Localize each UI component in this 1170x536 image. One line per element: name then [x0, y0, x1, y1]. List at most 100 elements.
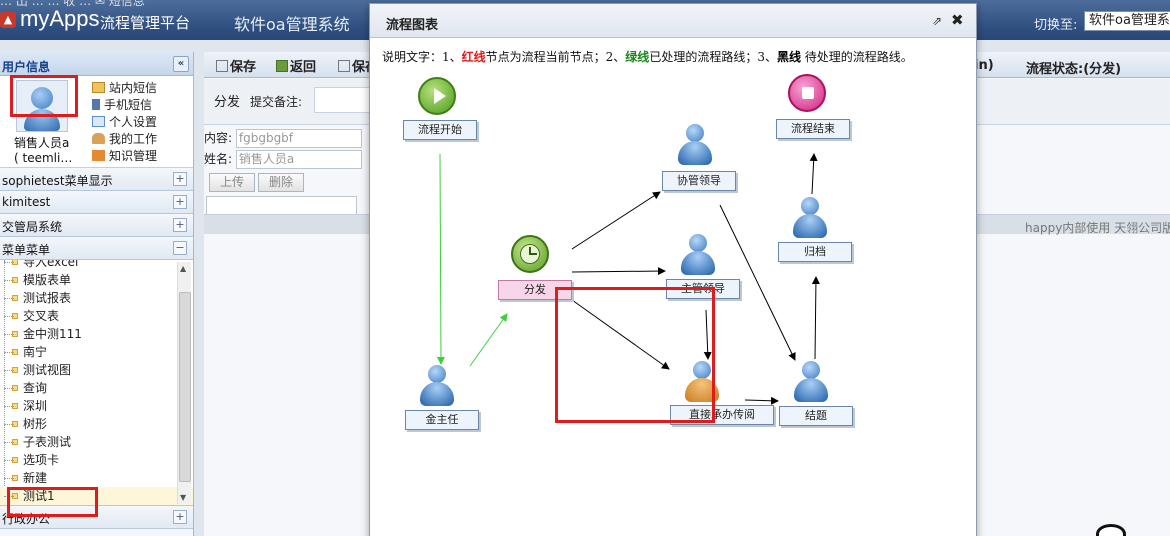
tree-item[interactable]: 深圳: [0, 397, 193, 415]
menu-group-traffic[interactable]: 交管局系统 +: [0, 214, 193, 237]
avatar: [16, 80, 68, 132]
menu-group-label: 菜单菜单: [2, 243, 51, 257]
edge-zhuguan-zhiban: [703, 309, 712, 360]
top-cut-text: … 出 … … 收 … ✉ 短信息: [0, 0, 145, 8]
node-start[interactable]: 流程开始: [403, 120, 477, 140]
node-zhuguan[interactable]: 主管领导: [666, 279, 740, 299]
tree-item[interactable]: 导入excel: [0, 260, 193, 271]
person-icon: [417, 365, 457, 409]
menu-group-sophietest[interactable]: sophietest菜单显示 +: [0, 168, 193, 191]
save-button[interactable]: 保存: [216, 56, 256, 75]
back-button[interactable]: 返回: [276, 56, 316, 75]
leaf-icon: [12, 403, 18, 409]
file-input[interactable]: [206, 196, 357, 216]
flow-chart-dialog: 流程图表 ⇗ ✖ 说明文字：1、红线节点为流程当前节点；2、绿线已处理的流程路线…: [369, 3, 977, 536]
expand-icon[interactable]: +: [173, 172, 187, 186]
tree-item-label: 深圳: [23, 399, 48, 413]
tree-item[interactable]: 选项卡: [0, 451, 193, 469]
node-guidang[interactable]: 归档: [778, 242, 852, 262]
tree-item[interactable]: 模版表单: [0, 271, 193, 289]
content-input[interactable]: fgbgbgbf: [235, 129, 362, 148]
legend-red: 红线: [461, 50, 486, 64]
scroll-down-icon[interactable]: ▼: [180, 493, 187, 502]
tree-scrollbar[interactable]: ▲ ▼: [177, 262, 191, 504]
link-sms[interactable]: 手机短信: [92, 97, 157, 114]
link-my-work[interactable]: 我的工作: [92, 131, 157, 148]
footer-note: happy内部使用 天翎公司版: [1025, 221, 1170, 235]
legend-black: 黑线: [776, 50, 801, 64]
leaf-icon: [12, 493, 18, 499]
menu-group-admin[interactable]: 行政办公 +: [0, 506, 193, 529]
logo-icon: ▲: [0, 12, 16, 28]
back-label: 返回: [290, 60, 317, 75]
app-name: myApps: [20, 6, 100, 31]
tree-item-label: 测试报表: [23, 291, 72, 305]
node-fenfa-current[interactable]: 分发: [498, 280, 572, 300]
menu-group-kimitest[interactable]: kimitest+: [0, 191, 193, 214]
tree-item[interactable]: 金中测111: [0, 325, 193, 343]
tree-item-label: 测试1: [23, 489, 55, 503]
scroll-thumb[interactable]: [179, 292, 191, 482]
leaf-icon: [12, 313, 18, 319]
collapse-icon[interactable]: −: [173, 241, 187, 255]
link-sms-label: 手机短信: [104, 98, 153, 112]
node-xieguan[interactable]: 协管领导: [662, 171, 736, 191]
tree-item[interactable]: 查询: [0, 379, 193, 397]
node-jinzhuren[interactable]: 金主任: [405, 410, 479, 430]
expand-icon[interactable]: +: [173, 510, 187, 524]
user-name-line2: ( teemli…: [14, 151, 73, 165]
upload-button[interactable]: 上传: [209, 173, 255, 192]
tree-item[interactable]: 测试视图: [0, 361, 193, 379]
content-label: 内容:: [204, 131, 233, 145]
menu-group-menu[interactable]: 菜单菜单 −: [0, 237, 193, 260]
node-end[interactable]: 流程结束: [776, 119, 850, 139]
leaf-icon: [12, 421, 18, 427]
leaf-icon: [12, 475, 18, 481]
tree-item[interactable]: 南宁: [0, 343, 193, 361]
edge-start-jinzhuren: [436, 153, 445, 365]
tree-item-label: 子表测试: [23, 435, 72, 449]
dialog-header: 流程图表 ⇗ ✖: [370, 4, 976, 38]
delete-button[interactable]: 删除: [258, 173, 304, 192]
content-row: 内容: fgbgbgbf: [204, 129, 362, 148]
save2-icon: [338, 60, 350, 72]
tree-item-label: 测试视图: [23, 363, 72, 377]
person-icon: [791, 361, 831, 405]
system-switch-select[interactable]: 软件oa管理系统: [1084, 11, 1170, 31]
leaf-icon: [12, 331, 18, 337]
menu-group-label: 行政办公: [2, 512, 51, 526]
name-input[interactable]: 销售人员a: [235, 150, 362, 169]
remark-input[interactable]: [314, 87, 370, 113]
edge-jieti-guidang: [811, 276, 820, 360]
tree-item-label: 选项卡: [23, 453, 60, 467]
node-jieti[interactable]: 结题: [779, 406, 853, 426]
system-name: 软件oa管理系统: [234, 15, 350, 34]
tree-item[interactable]: 测试报表: [0, 289, 193, 307]
link-inbox-label: 站内短信: [109, 81, 158, 95]
link-settings[interactable]: 个人设置: [92, 114, 157, 131]
menu-group-label: sophietest菜单显示: [2, 174, 113, 188]
person-icon: [790, 197, 830, 241]
link-inbox[interactable]: 站内短信: [92, 80, 157, 97]
menu-group-label: 交管局系统: [2, 220, 63, 234]
app-subtitle: 流程管理平台: [100, 14, 191, 32]
tree-item[interactable]: 交叉表: [0, 307, 193, 325]
scroll-up-icon[interactable]: ▲: [180, 264, 187, 273]
close-icon[interactable]: ✖: [951, 11, 964, 29]
tree-item[interactable]: 树形: [0, 415, 193, 433]
end-node-icon: [788, 74, 826, 112]
tree-item[interactable]: 新建: [0, 469, 193, 487]
collapse-sidebar-button[interactable]: «: [173, 56, 189, 72]
legend-green: 绿线: [625, 50, 650, 64]
tree-item-selected[interactable]: 测试1: [0, 487, 193, 505]
link-knowledge-label: 知识管理: [109, 149, 158, 163]
tree-item[interactable]: 子表测试: [0, 433, 193, 451]
expand-icon[interactable]: +: [173, 195, 187, 209]
edge-jinzhuren-fenfa: [469, 313, 508, 367]
node-zhiban[interactable]: 直接承办传阅: [670, 405, 774, 425]
leaf-icon: [12, 457, 18, 463]
expand-icon[interactable]: +: [173, 218, 187, 232]
maximize-icon[interactable]: ⇗: [932, 14, 943, 28]
leaf-icon: [12, 439, 18, 445]
link-knowledge[interactable]: 知识管理: [92, 148, 157, 165]
